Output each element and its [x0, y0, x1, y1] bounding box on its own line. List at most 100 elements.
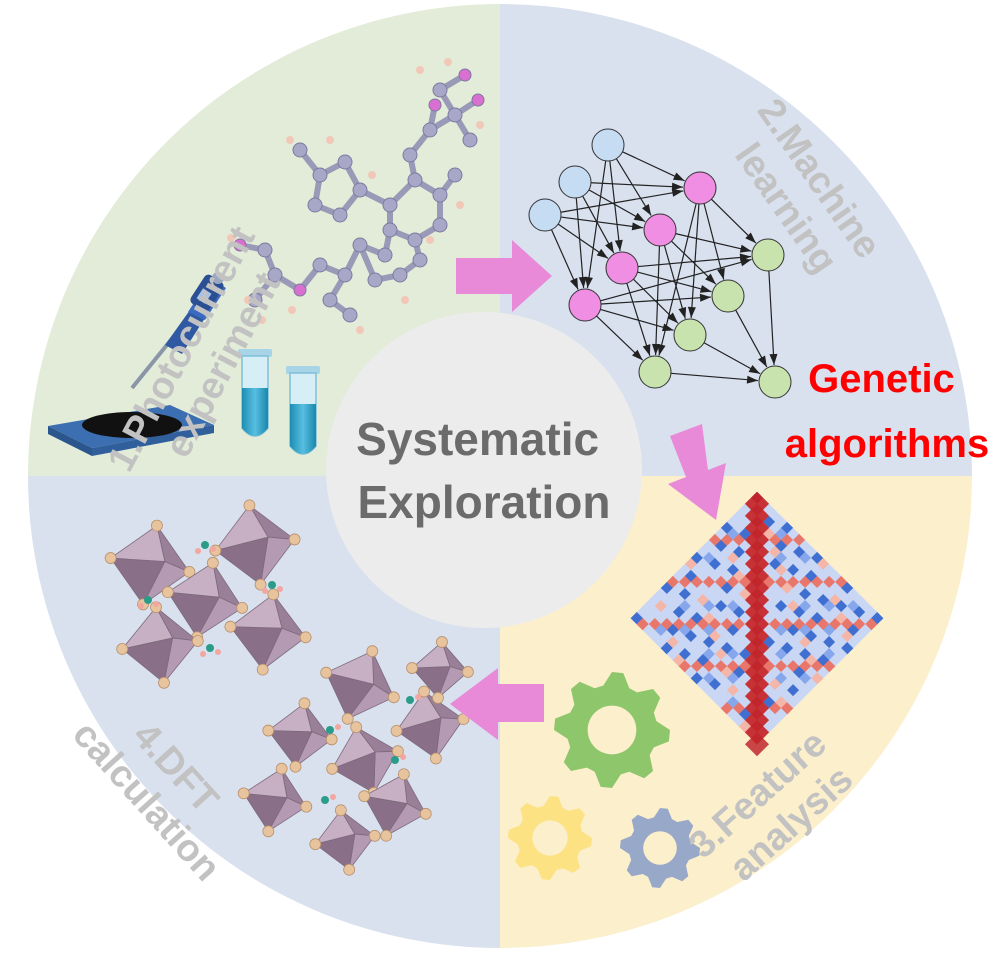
crystal-atom	[326, 726, 334, 734]
octahedron-face	[229, 593, 283, 629]
molecule-atom	[432, 187, 448, 203]
test-tube-icon	[238, 349, 272, 437]
molecule-atom	[402, 147, 418, 163]
molecule-hydrogen	[326, 136, 334, 144]
molecule-hydrogen	[426, 236, 434, 244]
molecule-atom	[432, 217, 448, 233]
crystal-atom	[343, 863, 356, 876]
substrate-plate-icon	[48, 405, 214, 456]
crystal-structure-icon	[104, 499, 312, 689]
network-edge	[600, 258, 752, 302]
network-node	[758, 365, 792, 399]
molecule-hydrogen	[356, 326, 364, 334]
crystal-atom	[387, 691, 400, 704]
molecule-atom	[458, 68, 472, 82]
network-arrowhead	[651, 343, 660, 356]
crystal-atom	[406, 662, 418, 674]
octahedron-face	[109, 524, 166, 562]
network-arrowhead	[746, 375, 759, 384]
network-arrowhead	[769, 353, 778, 366]
network-node	[568, 288, 602, 322]
crystal-atom	[400, 754, 406, 760]
crystal-structure-icon	[237, 636, 474, 876]
crystal-atom	[432, 692, 444, 704]
crystal-atom	[289, 760, 302, 773]
crystal-atom	[104, 552, 117, 564]
network-arrowhead	[633, 212, 646, 222]
network-arrowhead	[661, 323, 674, 332]
neural-network-icon	[528, 128, 792, 399]
crystal-atom	[237, 787, 250, 800]
molecule-atom	[307, 197, 323, 213]
octahedron-face	[363, 773, 408, 804]
octahedron-face	[324, 650, 375, 685]
molecule-atom	[382, 222, 398, 238]
crystal-atom	[267, 588, 280, 601]
arrow-icon	[456, 240, 552, 312]
molecule-atom	[337, 267, 353, 283]
crystal-atom	[391, 745, 404, 758]
molecule-atom	[407, 232, 423, 248]
molecule-hydrogen	[227, 234, 235, 242]
crystal-atom	[325, 733, 338, 746]
crystal-atom	[153, 601, 159, 607]
network-edge	[586, 160, 607, 289]
crystal-atom	[224, 620, 237, 633]
crystal-atom	[158, 676, 170, 689]
crystal-atom	[256, 663, 269, 676]
molecule-atom	[407, 172, 423, 188]
octahedron-face	[166, 562, 220, 598]
octahedron-face	[410, 641, 451, 669]
molecule-atom	[337, 154, 353, 170]
octahedron-face	[331, 726, 376, 770]
network-edge	[615, 158, 652, 216]
network-arrowhead	[585, 276, 593, 289]
molecule-hydrogen	[258, 316, 266, 324]
network-node	[605, 251, 639, 285]
network-node	[591, 128, 625, 162]
center-title-line1: Systematic	[356, 413, 599, 465]
network-edge	[675, 233, 752, 252]
network-node	[638, 355, 672, 389]
molecule-hydrogen	[416, 66, 424, 74]
molecule-hydrogen	[368, 171, 376, 179]
crystal-atom	[275, 762, 288, 775]
crystal-atom	[397, 768, 410, 781]
crystal-atom	[335, 724, 341, 730]
network-arrowhead	[687, 306, 696, 319]
network-edge	[626, 283, 651, 356]
crystal-atom	[195, 548, 201, 554]
molecule-atom	[292, 142, 308, 158]
octahedron-face	[395, 690, 442, 732]
molecule-atom	[377, 247, 393, 263]
crystal-atom	[243, 499, 256, 512]
crystal-atom	[191, 635, 204, 647]
molecule-hydrogen	[401, 296, 409, 304]
molecule-atom	[462, 132, 478, 148]
crystal-atom	[391, 756, 399, 764]
molecule-icon	[227, 58, 485, 334]
molecule-atom	[267, 267, 283, 283]
molecule-atom	[432, 82, 448, 98]
crystal-atom	[183, 566, 196, 578]
center-title: Systematic Exploration	[356, 413, 612, 528]
crystal-atom	[368, 829, 381, 842]
network-edge	[637, 255, 752, 268]
crystal-atom	[350, 721, 363, 734]
genetic-algorithms-line1: Genetic	[808, 357, 955, 401]
molecule-atom	[471, 93, 485, 107]
genetic-algorithms-line2: algorithms	[785, 422, 989, 466]
network-arrowhead	[758, 355, 767, 368]
gear-icon	[508, 796, 592, 880]
molecule-atom	[312, 167, 328, 183]
crystal-atom	[326, 762, 339, 775]
molecule-hydrogen	[288, 306, 296, 314]
molecule-hydrogen	[476, 121, 484, 129]
network-edge	[600, 308, 674, 331]
network-edge	[560, 190, 684, 213]
center-title-line2: Exploration	[357, 476, 610, 528]
network-node	[751, 238, 785, 272]
crystal-atom	[277, 586, 283, 592]
crystal-atom	[415, 694, 421, 700]
